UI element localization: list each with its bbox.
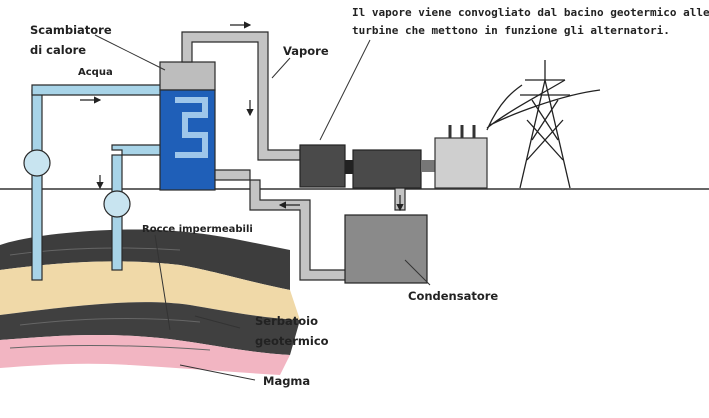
rock-texture bbox=[9, 247, 211, 351]
label-heat-exchanger-1: Scambiatore bbox=[30, 23, 112, 37]
well-pipe-left bbox=[31, 89, 43, 281]
label-reservoir-2: geotermico bbox=[255, 334, 329, 348]
label-impermeable-rocks: Rocce impermeabili bbox=[142, 224, 253, 235]
leader-condenser bbox=[404, 259, 431, 286]
label-steam: Vapore bbox=[283, 44, 329, 58]
leader-magma bbox=[179, 364, 256, 381]
pump-left bbox=[23, 149, 51, 177]
turbine-1 bbox=[299, 144, 346, 188]
turbines bbox=[299, 125, 488, 189]
geological-layers bbox=[0, 229, 300, 375]
leader-exchanger bbox=[94, 34, 166, 71]
power-lines bbox=[486, 79, 601, 131]
label-reservoir-1: Serbatoio bbox=[255, 314, 318, 328]
caption-line-2: turbine che mettono in funzione gli alte… bbox=[352, 24, 670, 37]
heat-exchanger bbox=[159, 61, 216, 191]
condenser-body bbox=[344, 214, 428, 284]
condenser-unit bbox=[344, 214, 428, 284]
generator-shaft bbox=[421, 160, 435, 172]
pylon-arms bbox=[520, 79, 570, 96]
impermeable-rock-layer-top bbox=[0, 229, 290, 290]
pylon-body bbox=[519, 60, 571, 189]
label-magma: Magma bbox=[263, 374, 310, 388]
water-pipe-return bbox=[111, 144, 166, 156]
turbine-2 bbox=[352, 149, 422, 189]
pylon-cross bbox=[526, 99, 564, 161]
leader-lines bbox=[94, 34, 431, 381]
label-heat-exchanger-2: di calore bbox=[30, 43, 86, 57]
leader-caption bbox=[319, 39, 371, 141]
transformer bbox=[434, 137, 488, 189]
leader-reservoir bbox=[194, 315, 241, 329]
magma-layer bbox=[0, 334, 290, 375]
power-pylon bbox=[486, 60, 601, 189]
caption-line-1: Il vapore viene convogliato dal bacino g… bbox=[352, 6, 709, 19]
pump-right bbox=[103, 190, 131, 218]
reservoir-layer bbox=[0, 261, 300, 320]
heat-exchanger-coil bbox=[175, 97, 208, 158]
label-condenser: Condensatore bbox=[408, 289, 498, 303]
transformer-insulators bbox=[448, 125, 476, 138]
label-water: Acqua bbox=[78, 67, 113, 78]
heat-exchanger-top bbox=[159, 61, 216, 91]
impermeable-rock-layer-bottom bbox=[0, 302, 300, 355]
leader-rocks bbox=[154, 234, 171, 331]
turbine-shaft bbox=[345, 160, 353, 174]
leader-steam bbox=[271, 57, 291, 79]
